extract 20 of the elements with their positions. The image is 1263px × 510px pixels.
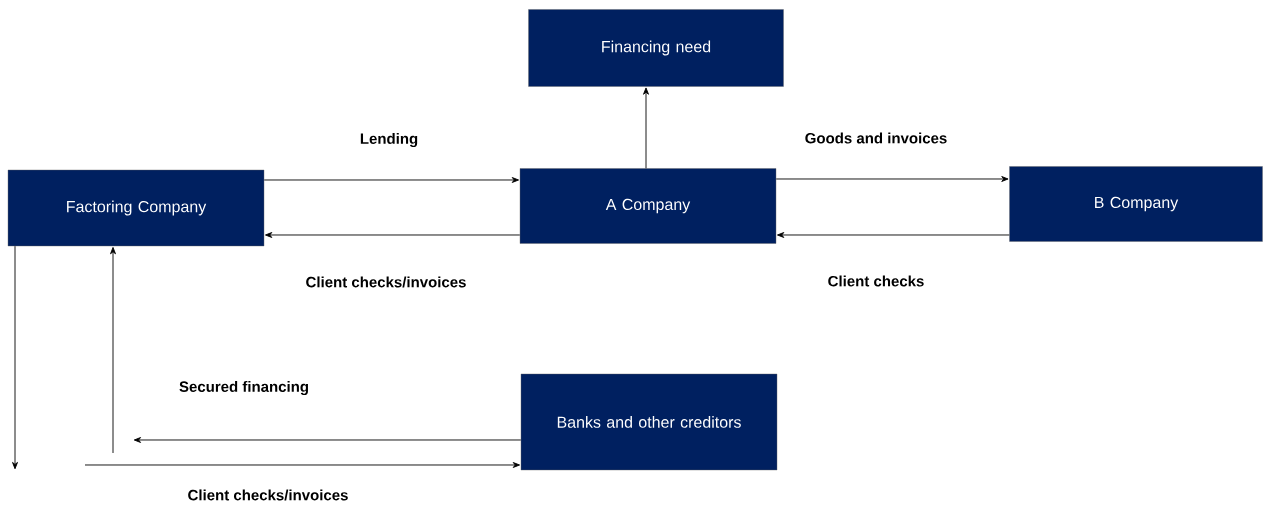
process-box: A Company bbox=[519, 168, 777, 244]
process-box: Factoring Company bbox=[7, 169, 265, 247]
edge-label: Client checks/invoices bbox=[306, 276, 466, 288]
arrow bbox=[12, 245, 18, 470]
arrow bbox=[777, 232, 1010, 238]
edge-label: Secured financing bbox=[179, 380, 308, 395]
edge-label: Client checks bbox=[828, 275, 924, 287]
arrow bbox=[265, 232, 521, 238]
process-box: Financing need bbox=[528, 9, 784, 87]
arrow bbox=[84, 462, 521, 468]
edge-label: Client checks/invoices bbox=[188, 489, 348, 501]
arrow bbox=[110, 247, 116, 454]
process-box: B Company bbox=[1009, 166, 1263, 242]
arrow bbox=[133, 437, 522, 443]
edge-label: Lending bbox=[360, 132, 418, 147]
arrow bbox=[643, 87, 649, 169]
process-box: Banks and other creditors bbox=[520, 373, 778, 471]
arrow bbox=[775, 176, 1009, 182]
arrow bbox=[263, 177, 520, 183]
edge-label: Goods and invoices bbox=[805, 132, 947, 144]
